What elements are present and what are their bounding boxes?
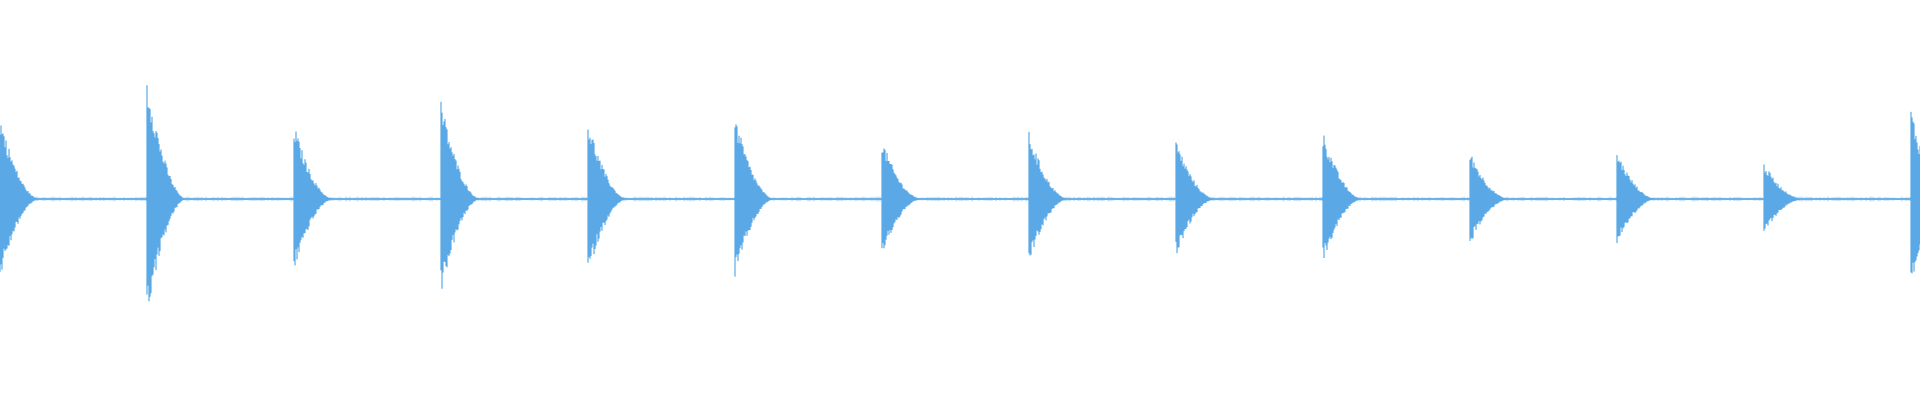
waveform-transient <box>1763 164 1802 231</box>
waveform-transient <box>1616 155 1655 243</box>
waveform-transient <box>0 125 38 272</box>
waveform-transient <box>881 148 920 249</box>
waveform-transient <box>1028 131 1067 256</box>
waveform-transient <box>293 131 332 266</box>
waveform-series <box>0 85 1920 302</box>
waveform-transient <box>587 129 626 263</box>
waveform-transient <box>1910 111 1920 274</box>
waveform-transient <box>1175 142 1214 254</box>
waveform-transient <box>1322 135 1361 259</box>
waveform-transient <box>440 101 479 289</box>
waveform-transient <box>146 85 185 302</box>
waveform-transient <box>1469 156 1508 241</box>
waveform-transient <box>734 124 773 277</box>
